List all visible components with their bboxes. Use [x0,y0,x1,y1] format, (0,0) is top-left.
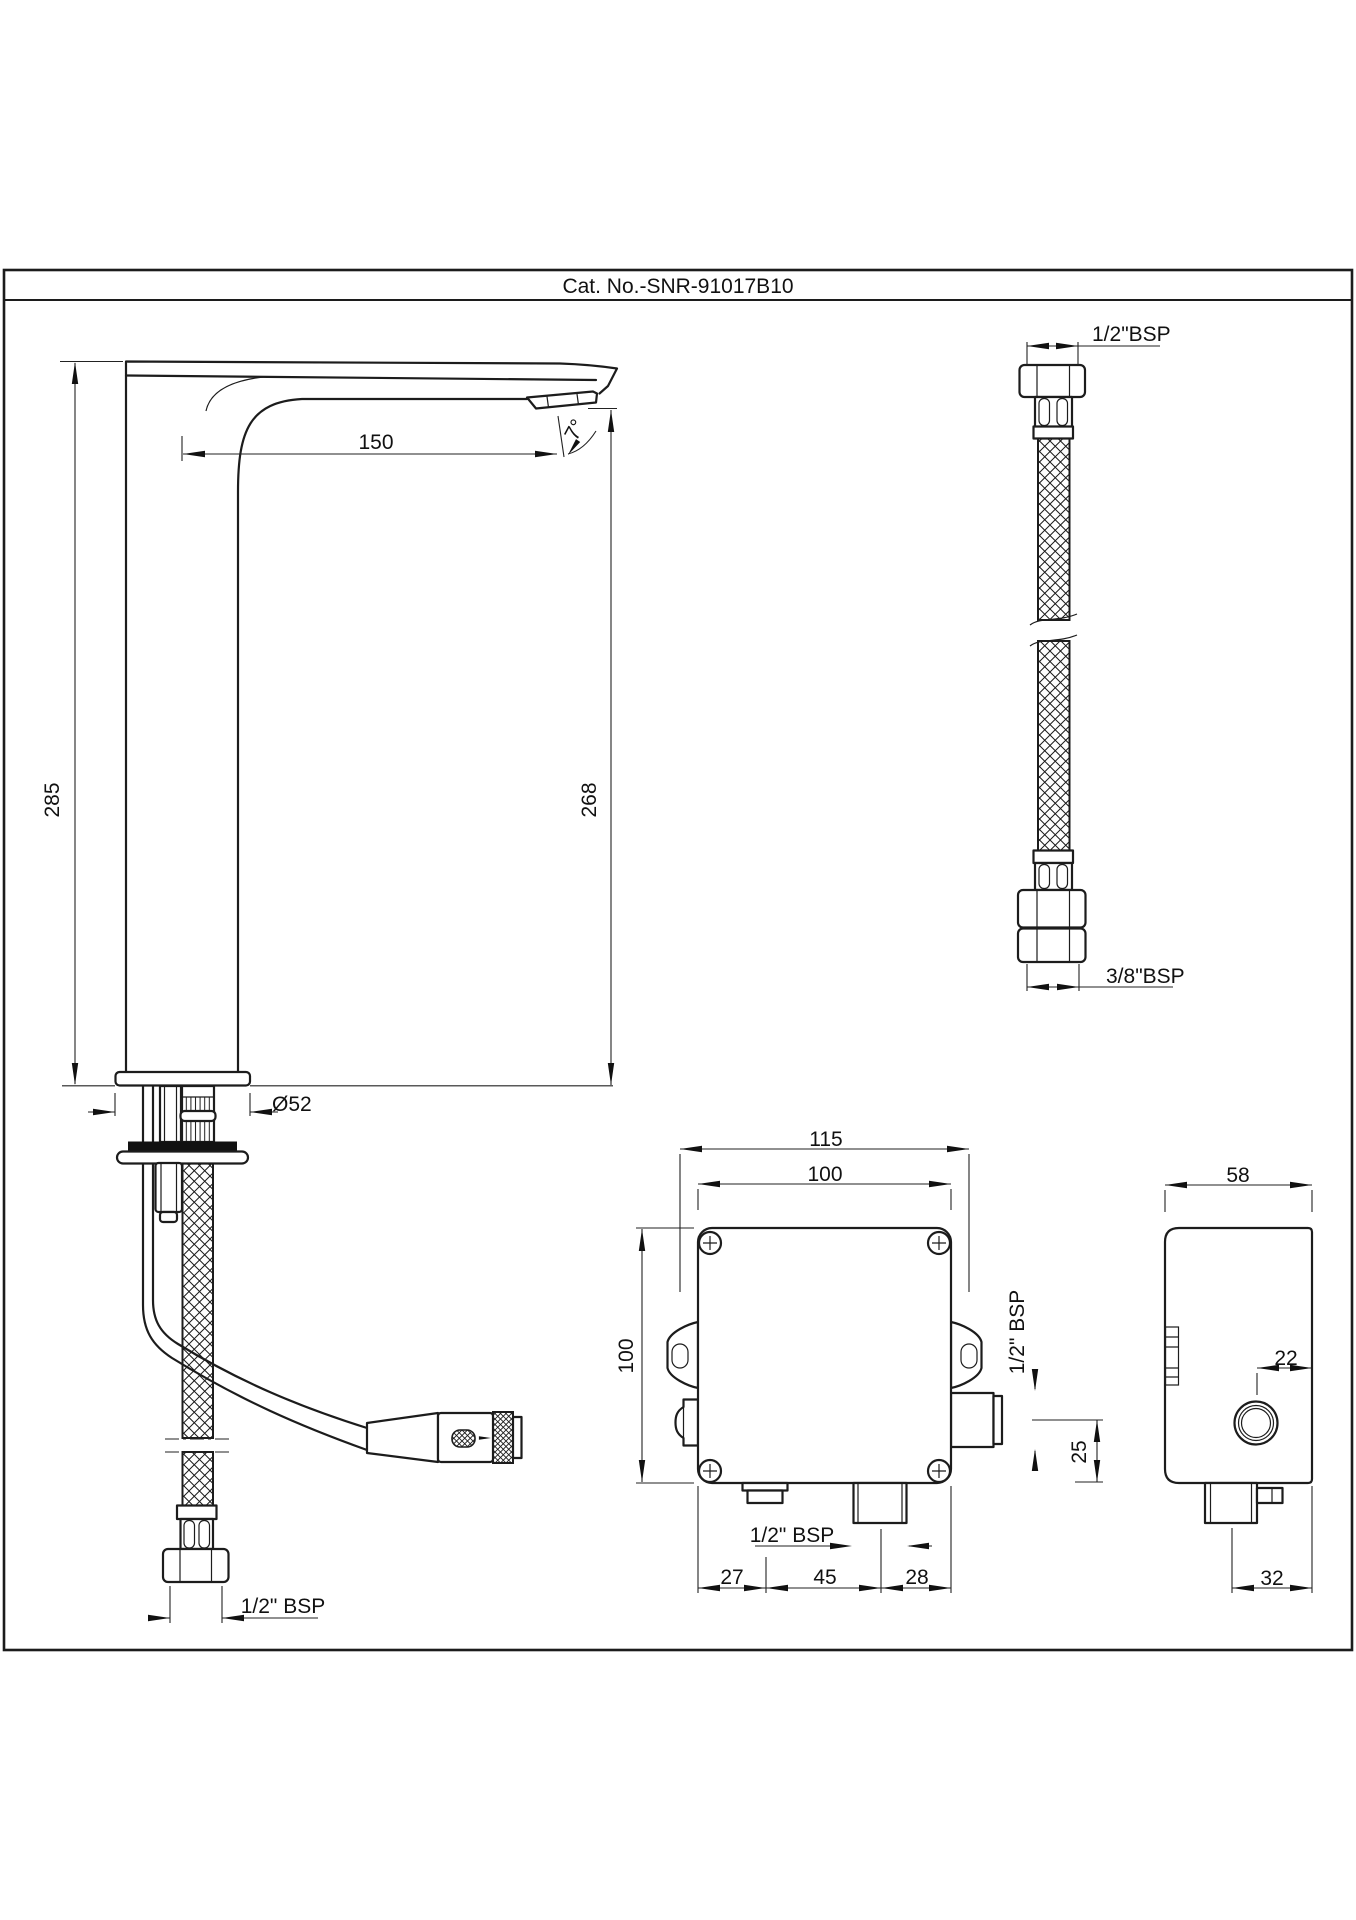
svg-text:268: 268 [578,782,601,817]
svg-text:150: 150 [358,431,393,454]
svg-text:285: 285 [41,782,64,817]
svg-text:32: 32 [1260,1567,1283,1590]
hose-dimensions: 1/2"BSP 3/8"BSP [1026,323,1185,991]
faucet-dimensions: 285 268 150 7° Ø52 1/2" BSP [41,360,617,1623]
control-box-front-dimensions: 115 100 100 27 45 28 1/2" BSP 1/2" BSP 2… [615,1128,1103,1593]
control-box-front-view: 115 100 100 27 45 28 1/2" BSP 1/2" BSP 2… [615,1128,1103,1593]
screws [697,1230,952,1484]
svg-text:100: 100 [807,1163,842,1186]
faucet-front-view: 285 268 150 7° Ø52 1/2" BSP [41,360,619,1623]
svg-text:7°: 7° [560,416,590,445]
svg-text:1/2" BSP: 1/2" BSP [750,1524,835,1547]
svg-text:100: 100 [615,1338,638,1373]
svg-text:Ø52: Ø52 [272,1093,312,1116]
svg-text:1/2"BSP: 1/2"BSP [1092,323,1171,346]
svg-text:3/8"BSP: 3/8"BSP [1106,965,1185,988]
svg-text:1/2" BSP: 1/2" BSP [1006,1290,1029,1375]
control-box-side-view: 58 22 32 [1163,1164,1314,1593]
svg-text:1/2" BSP: 1/2" BSP [241,1595,326,1618]
sensor-cable-connector [365,1411,523,1464]
svg-text:22: 22 [1274,1347,1297,1370]
svg-text:45: 45 [813,1566,836,1589]
svg-text:58: 58 [1226,1164,1249,1187]
control-box-side-dimensions: 58 22 32 [1164,1164,1313,1593]
svg-text:25: 25 [1068,1440,1091,1463]
inlet-hose-view: 1/2"BSP 3/8"BSP [1016,323,1185,991]
drawing-title: Cat. No.-SNR-91017B10 [562,275,793,298]
drawing-frame: Cat. No.-SNR-91017B10 [2,268,1354,1652]
svg-text:115: 115 [809,1128,842,1151]
faucet-underdeck [115,1084,369,1584]
svg-text:27: 27 [720,1566,743,1589]
svg-text:28: 28 [905,1566,928,1589]
